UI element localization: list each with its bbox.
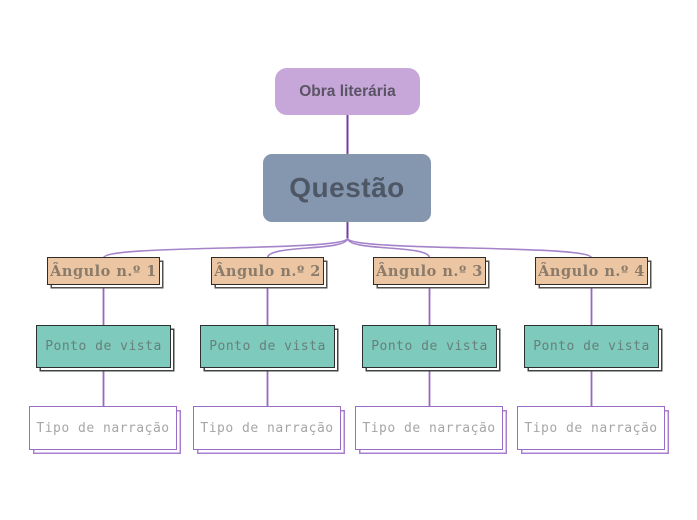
angle-node-4-label: Ângulo n.º 4 <box>538 262 645 280</box>
question-node[interactable]: Questão <box>263 154 431 222</box>
connector-fan-4 <box>346 237 593 259</box>
angle-node-1[interactable]: Ângulo n.º 1 <box>47 257 160 285</box>
ponto-node-1-label: Ponto de vista <box>45 339 162 354</box>
tipo-node-1[interactable]: Tipo de narração <box>29 406 177 450</box>
root-node-label: Obra literária <box>299 82 396 100</box>
tipo-node-3[interactable]: Tipo de narração <box>355 406 503 450</box>
tipo-node-2-label: Tipo de narração <box>200 420 334 436</box>
tipo-node-4[interactable]: Tipo de narração <box>517 406 665 450</box>
ponto-node-2-label: Ponto de vista <box>209 339 326 354</box>
connector-fan-1 <box>102 237 349 259</box>
tipo-node-3-label: Tipo de narração <box>362 420 496 436</box>
tipo-node-1-label: Tipo de narração <box>36 420 170 436</box>
ponto-node-2[interactable]: Ponto de vista <box>200 325 335 368</box>
angle-node-2[interactable]: Ângulo n.º 2 <box>211 257 324 285</box>
connector-fan-2 <box>266 237 349 259</box>
ponto-node-4[interactable]: Ponto de vista <box>524 325 659 368</box>
root-node[interactable]: Obra literária <box>275 68 420 115</box>
ponto-node-1[interactable]: Ponto de vista <box>36 325 171 368</box>
connector-fan-3 <box>346 237 431 259</box>
ponto-node-4-label: Ponto de vista <box>533 339 650 354</box>
tipo-node-2[interactable]: Tipo de narração <box>193 406 341 450</box>
question-node-label: Questão <box>289 172 405 203</box>
angle-node-4[interactable]: Ângulo n.º 4 <box>535 257 648 285</box>
angle-node-3[interactable]: Ângulo n.º 3 <box>373 257 486 285</box>
ponto-node-3[interactable]: Ponto de vista <box>362 325 497 368</box>
ponto-node-3-label: Ponto de vista <box>371 339 488 354</box>
tipo-node-4-label: Tipo de narração <box>524 420 658 436</box>
angle-node-1-label: Ângulo n.º 1 <box>50 262 157 280</box>
angle-node-2-label: Ângulo n.º 2 <box>214 262 321 280</box>
angle-node-3-label: Ângulo n.º 3 <box>376 262 483 280</box>
